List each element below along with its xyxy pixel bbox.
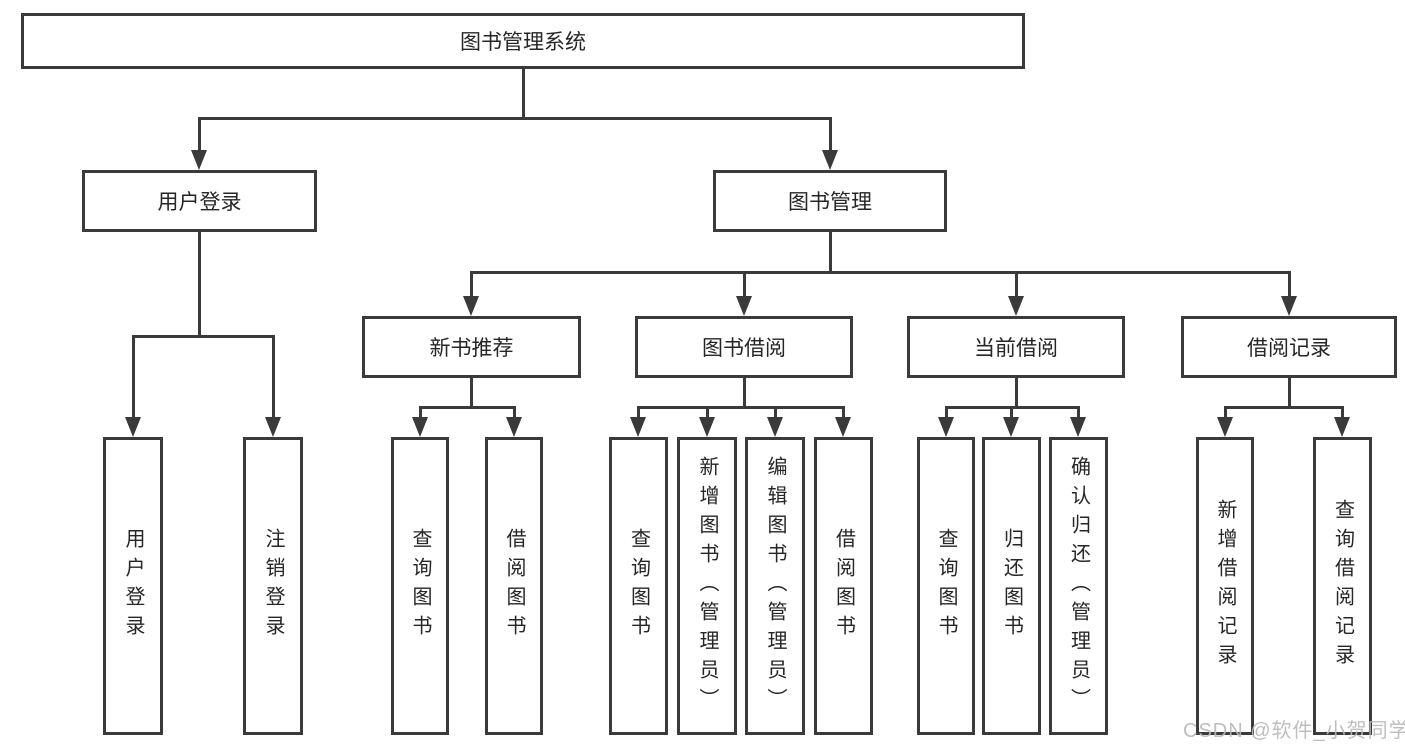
node-book-management: 图书管理 bbox=[713, 170, 947, 232]
arrow-down-icon bbox=[736, 296, 752, 316]
connector-hline bbox=[131, 334, 275, 338]
arrow-shaft bbox=[1340, 406, 1344, 419]
leaf-query-books-borrow: 查询图书 bbox=[609, 437, 668, 735]
arrow-shaft bbox=[512, 406, 516, 419]
node-user-login: 用户登录 bbox=[82, 170, 317, 232]
arrow-shaft bbox=[1014, 271, 1018, 298]
arrow-down-icon bbox=[835, 417, 851, 437]
leaf-add-book-admin: 新增图书（管理员） bbox=[677, 437, 737, 735]
arrow-shaft bbox=[271, 335, 275, 419]
arrow-down-icon bbox=[1003, 417, 1019, 437]
connector-hline bbox=[418, 405, 516, 409]
leaf-query-books-current: 查询图书 bbox=[917, 437, 975, 735]
leaf-user-login: 用户登录 bbox=[103, 437, 163, 735]
arrow-shaft bbox=[1076, 406, 1080, 419]
connector-vline bbox=[1014, 378, 1018, 407]
leaf-return-book: 归还图书 bbox=[982, 437, 1041, 735]
arrow-shaft bbox=[1287, 271, 1291, 298]
connector-vline bbox=[521, 69, 525, 118]
arrow-down-icon bbox=[191, 150, 207, 170]
node-current-borrow: 当前借阅 bbox=[907, 316, 1125, 378]
arrow-shaft bbox=[131, 335, 135, 419]
arrow-down-icon bbox=[463, 296, 479, 316]
arrow-shaft bbox=[197, 117, 201, 152]
connector-vline bbox=[742, 378, 746, 407]
leaf-add-borrow-record: 新增借阅记录 bbox=[1196, 437, 1254, 735]
arrow-down-icon bbox=[125, 417, 141, 437]
leaf-borrow-books-newbook: 借阅图书 bbox=[485, 437, 543, 735]
arrow-down-icon bbox=[506, 417, 522, 437]
arrow-down-icon bbox=[265, 417, 281, 437]
arrow-shaft bbox=[418, 406, 422, 419]
connector-hline bbox=[636, 405, 845, 409]
leaf-query-books-newbook: 查询图书 bbox=[391, 437, 449, 735]
arrow-shaft bbox=[944, 406, 948, 419]
leaf-borrow-books-borrow: 借阅图书 bbox=[814, 437, 873, 735]
arrow-down-icon bbox=[630, 417, 646, 437]
connector-hline bbox=[197, 116, 832, 120]
arrow-down-icon bbox=[938, 417, 954, 437]
arrow-down-icon bbox=[699, 417, 715, 437]
arrow-down-icon bbox=[767, 417, 783, 437]
arrow-shaft bbox=[828, 117, 832, 152]
arrow-down-icon bbox=[412, 417, 428, 437]
arrow-shaft bbox=[841, 406, 845, 419]
connector-vline bbox=[197, 232, 201, 336]
connector-vline bbox=[1287, 378, 1291, 407]
arrow-shaft bbox=[705, 406, 709, 419]
leaf-edit-book-admin: 编辑图书（管理员） bbox=[745, 437, 805, 735]
leaf-logout: 注销登录 bbox=[243, 437, 303, 735]
leaf-query-borrow-record: 查询借阅记录 bbox=[1313, 437, 1372, 735]
connector-hline bbox=[1223, 405, 1344, 409]
node-new-book-recommend: 新书推荐 bbox=[362, 316, 581, 378]
arrow-shaft bbox=[773, 406, 777, 419]
arrow-shaft bbox=[469, 271, 473, 298]
leaf-confirm-return-admin: 确认归还（管理员） bbox=[1049, 437, 1108, 735]
arrow-shaft bbox=[636, 406, 640, 419]
node-root: 图书管理系统 bbox=[21, 13, 1025, 69]
csdn-watermark: CSDN @软件_小贺同学 bbox=[1183, 720, 1405, 742]
connector-vline bbox=[469, 378, 473, 407]
connector-hline bbox=[469, 270, 1291, 274]
arrow-down-icon bbox=[1281, 296, 1297, 316]
arrow-down-icon bbox=[822, 150, 838, 170]
connector-vline bbox=[828, 232, 832, 272]
arrow-down-icon bbox=[1008, 296, 1024, 316]
node-borrow-records: 借阅记录 bbox=[1181, 316, 1397, 378]
arrow-shaft bbox=[1009, 406, 1013, 419]
arrow-shaft bbox=[1223, 406, 1227, 419]
node-book-borrow: 图书借阅 bbox=[635, 316, 853, 378]
arrow-down-icon bbox=[1070, 417, 1086, 437]
arrow-down-icon bbox=[1217, 417, 1233, 437]
arrow-shaft bbox=[742, 271, 746, 298]
arrow-down-icon bbox=[1334, 417, 1350, 437]
